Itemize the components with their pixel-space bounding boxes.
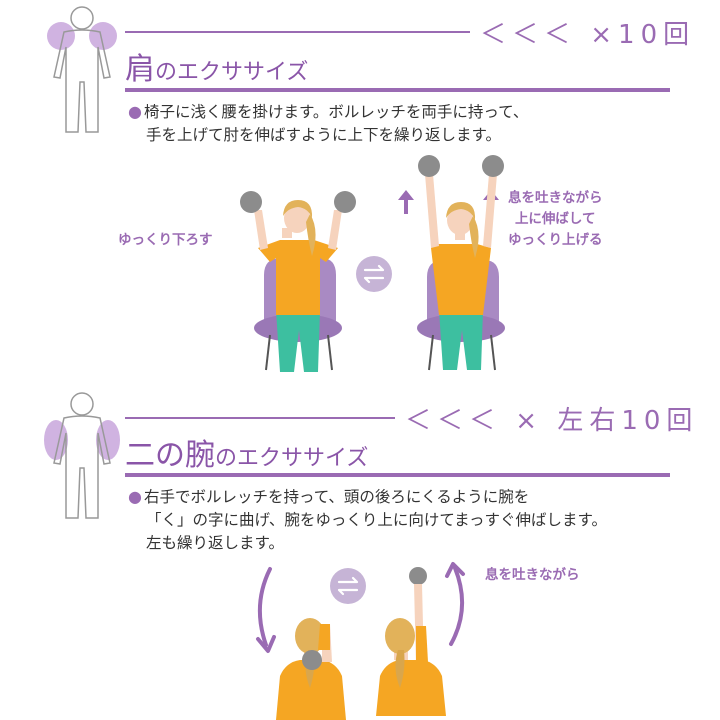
body-upper-arm-icon: [44, 392, 120, 519]
section1-right-caption-3: ゆっくり上げる: [508, 232, 603, 248]
section1-title-rest: のエクササイズ: [155, 60, 309, 85]
swap-icon: [356, 256, 392, 292]
section2-title: 二の腕のエクササイズ: [125, 430, 368, 474]
section1-left-caption: ゆっくり下ろす: [118, 232, 213, 248]
section1-rep-count: ＜＜＜ ×10回: [480, 20, 696, 50]
section2-desc-line1: 右手でボルレッチを持って、頭の後ろにくるように腕を: [143, 488, 530, 506]
section2-bottom-rule: [125, 473, 670, 477]
section1-title: 肩のエクササイズ: [125, 44, 308, 88]
section1-title-main: 肩: [125, 52, 155, 87]
swap-icon: [330, 568, 366, 604]
section1-desc-line1: 椅子に浅く腰を掛けます。ボルレッチを両手に持って、: [143, 103, 529, 121]
section2-right-caption: 息を吐きながら: [485, 567, 580, 583]
curved-down-arrow-icon: [256, 567, 276, 653]
section2-top-rule: [125, 417, 395, 419]
section1-description: ●椅子に浅く腰を掛けます。ボルレッチを両手に持って、 手を上げて肘を伸ばすように…: [128, 100, 528, 147]
section2-title-main: 二の腕: [125, 438, 215, 473]
bullet-icon: ●: [128, 102, 142, 121]
section1-desc-line2: 手を上げて肘を伸ばすように上下を繰り返します。: [146, 126, 501, 144]
woman-back-arm-up-illustration: [376, 567, 446, 716]
seated-woman-arms-down-illustration: [240, 191, 356, 372]
woman-back-arm-bent-illustration: [276, 618, 346, 720]
section1-bottom-rule: [125, 88, 670, 92]
seated-woman-arms-up-illustration: [417, 155, 505, 371]
body-shoulder-icon: [47, 6, 117, 133]
up-arrow-icon: [398, 190, 414, 214]
section2-desc-line3: 左も繰り返します。: [146, 534, 284, 552]
bullet-icon: ●: [128, 487, 142, 506]
section2-rep-count: ＜＜＜ × 左右10回: [405, 406, 699, 436]
section1-right-caption: 息を吐きながら 上に伸ばして ゆっくり上げる: [508, 188, 603, 251]
section2-title-rest: のエクササイズ: [215, 446, 369, 471]
section1-right-caption-2: 上に伸ばして: [514, 211, 596, 227]
section1-right-caption-1: 息を吐きながら: [508, 190, 603, 206]
curved-up-arrow-icon: [445, 562, 465, 646]
section1-top-rule: [125, 31, 470, 33]
section2-description: ●右手でボルレッチを持って、頭の後ろにくるように腕を 「く」の字に曲げ、腕をゆっ…: [128, 485, 607, 555]
section2-desc-line2: 「く」の字に曲げ、腕をゆっくり上に向けてまっすぐ伸ばします。: [146, 511, 607, 529]
